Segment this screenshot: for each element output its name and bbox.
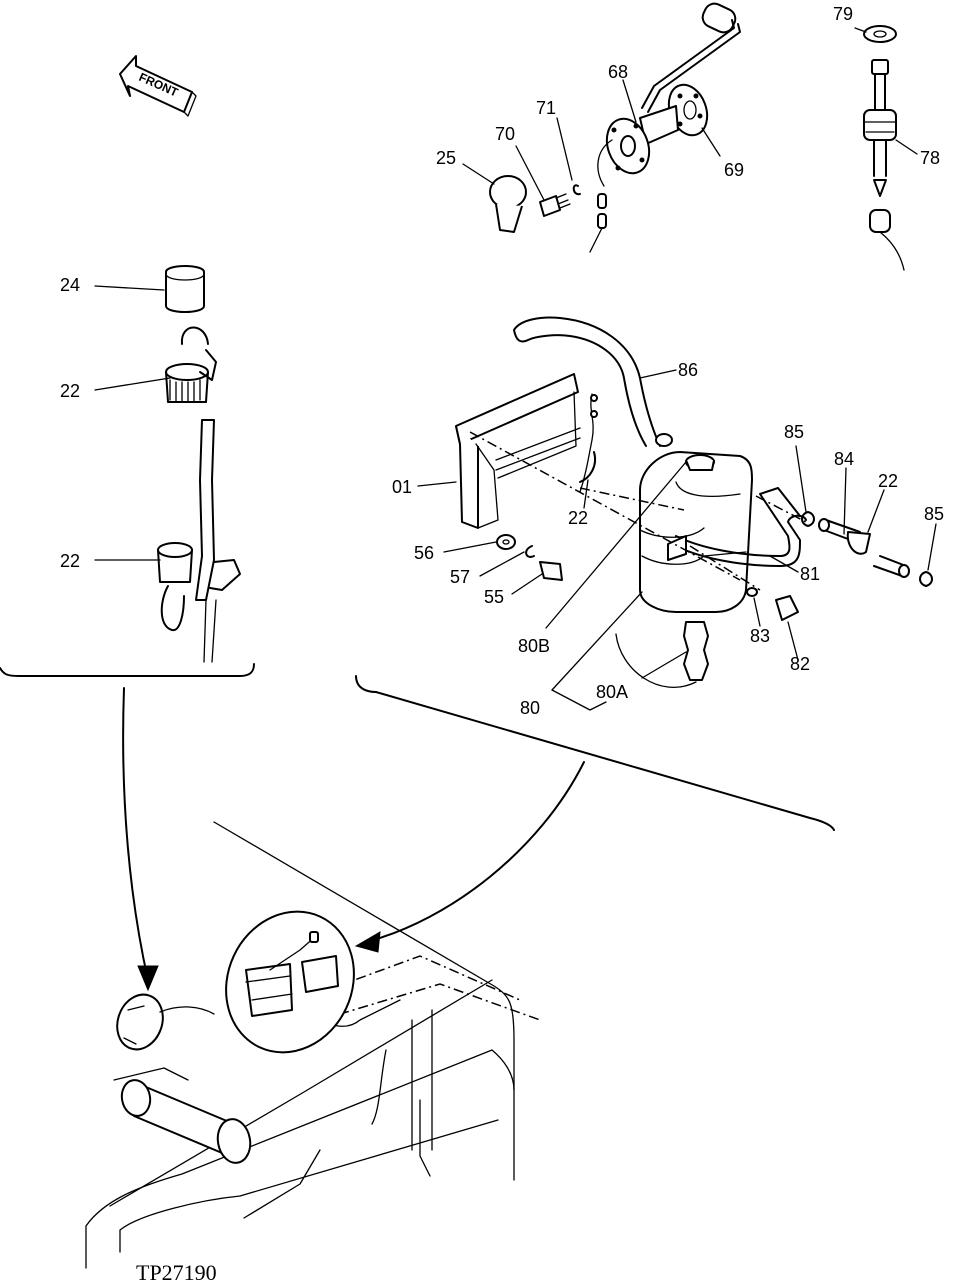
callout-70: 70 (495, 124, 515, 144)
callout-80B: 80B (518, 636, 550, 656)
callout-55: 55 (484, 587, 504, 607)
callout-78: 78 (920, 148, 940, 168)
callout-22-mid: 22 (60, 551, 80, 571)
callout-69: 69 (724, 160, 744, 180)
left-inset-bracket (0, 663, 255, 677)
right-inset-bracket (355, 675, 835, 831)
callout-01: 01 (392, 477, 412, 497)
callout-84: 84 (834, 449, 854, 469)
callout-68: 68 (608, 62, 628, 82)
callout-83: 83 (750, 626, 770, 646)
callout-81: 81 (800, 564, 820, 584)
callout-86: 86 (678, 360, 698, 380)
cap-25-icon (489, 175, 527, 233)
callout-85-a: 85 (784, 422, 804, 442)
callout-22-bracket: 22 (568, 508, 588, 528)
figure-id: TP27190 (136, 1260, 217, 1283)
fuel-sender-assembly (489, 2, 741, 253)
callout-82: 82 (790, 654, 810, 674)
bolt-70-icon (539, 193, 571, 217)
callout-22-top: 22 (60, 381, 80, 401)
front-arrow-icon: FRONT (119, 55, 197, 117)
callout-79: 79 (833, 4, 853, 24)
callout-labels: 79 68 71 70 25 69 78 24 22 22 86 85 84 2… (60, 4, 944, 718)
leader-lines (94, 27, 937, 711)
callout-22-clip: 22 (878, 471, 898, 491)
right-inset-leader (365, 761, 585, 943)
reservoir-assembly (455, 316, 933, 688)
drain-valve-assembly (863, 25, 905, 271)
callout-25: 25 (436, 148, 456, 168)
left-inset-leader (122, 687, 149, 981)
callout-24: 24 (60, 275, 80, 295)
callout-80: 80 (520, 698, 540, 718)
machine-body-view (85, 821, 541, 1269)
level-sensor-assembly (157, 265, 241, 663)
callout-56: 56 (414, 543, 434, 563)
callout-71: 71 (536, 98, 556, 118)
callout-85-b: 85 (924, 504, 944, 524)
callout-57: 57 (450, 567, 470, 587)
callout-80A: 80A (596, 682, 628, 702)
